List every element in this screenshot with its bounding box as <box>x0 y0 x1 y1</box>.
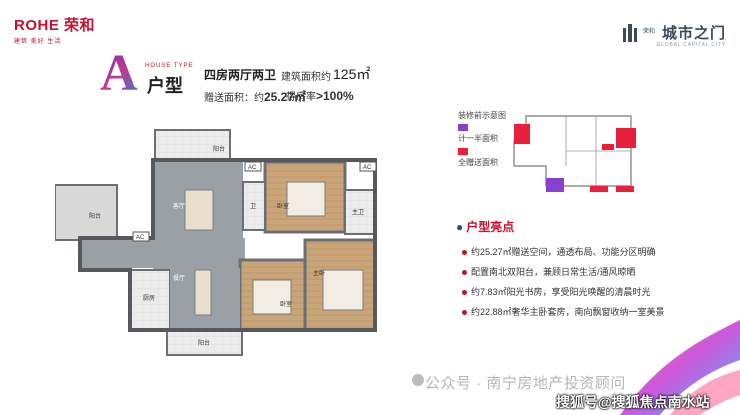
highlights-bullet-icon: ● <box>456 220 464 234</box>
highlight-text: 约22.88㎡奢华主卧套房，南向飘窗收纳一室美景 <box>471 307 665 317</box>
ac-label-3: AC <box>136 235 145 241</box>
bedroom-bottom-area <box>238 258 307 332</box>
usable-rate-value: >100% <box>316 89 354 103</box>
gift-area: 赠送面积：约25.27㎡ <box>204 88 306 105</box>
bed-top <box>286 181 326 217</box>
bullet-icon <box>462 250 467 255</box>
floor-plan: 阳台 客厅 餐厅 卧室 卫 主卫 主卧 卧室 厨房 阳台 阳台 AC AC AC <box>55 129 377 356</box>
wechat-icon <box>412 374 424 386</box>
house-type-label-en: HOUSE TYPE <box>145 63 194 69</box>
room-label-master-bed: 主卧 <box>313 269 325 277</box>
bed-bottom <box>252 279 292 315</box>
highlights-title: ●户型亮点 <box>456 218 514 235</box>
room-label-balcony-bottom: 阳台 <box>198 339 210 347</box>
ac-tag-3 <box>132 231 150 242</box>
room-label-balcony-top: 阳台 <box>213 145 225 153</box>
house-type-letter: A <box>100 45 138 102</box>
legend-swatch-purple <box>458 124 468 131</box>
bath-left-area <box>242 181 266 231</box>
decorative-ribbon <box>620 320 740 415</box>
long-table <box>194 269 212 316</box>
house-type-label: 户型 <box>147 76 183 96</box>
highlight-text: 约25.27㎡赠送空间，通透布局、功能分区明确 <box>471 247 656 257</box>
project-logo: 荣和 城市之门 <box>622 22 726 43</box>
highlights-title-text: 户型亮点 <box>466 220 515 234</box>
gift-area-value: 25.27㎡ <box>264 90 307 104</box>
corridor-area <box>80 238 245 268</box>
bullet-icon <box>462 310 467 315</box>
bullet-icon <box>462 270 467 275</box>
legend-title: 装修前示意图 <box>458 111 506 120</box>
ac-tag-1 <box>244 161 262 172</box>
bed-master <box>322 269 364 311</box>
building-mark-icon <box>622 23 637 42</box>
balcony-left-area <box>55 184 118 241</box>
highlight-item: 配置南北双阳台，兼顾日常生活/通风晾晒 <box>462 266 665 286</box>
highlights-list: 约25.27㎡赠送空间，通透布局、功能分区明确 配置南北双阳台，兼顾日常生活/通… <box>462 246 665 326</box>
highlight-item: 约7.83㎡阳光书房，享受阳光唤醒的清晨时光 <box>462 286 665 306</box>
ac-tag-2 <box>359 161 377 172</box>
room-label-balcony-left: 阳台 <box>89 212 101 220</box>
brand-name: ROHE 荣和 <box>14 17 96 34</box>
mini-red-area-5 <box>616 186 634 192</box>
project-name: 城市之门 <box>661 25 726 42</box>
room-label-bath-right: 主卫 <box>352 208 364 216</box>
legend-label-full: 全赠送面积 <box>458 158 498 167</box>
dining-table <box>184 189 214 231</box>
room-label-bath-left: 卫 <box>250 203 256 210</box>
room-label-dining: 餐厅 <box>173 274 185 282</box>
room-label-living: 客厅 <box>173 202 185 210</box>
ac-label-1: AC <box>248 165 257 171</box>
bullet-icon <box>462 290 467 295</box>
legend-label-half: 计一半面积 <box>458 134 498 143</box>
building-area-label: 建筑面积约 <box>281 72 331 83</box>
usable-rate: 得房率>100% <box>286 88 354 103</box>
mini-red-area-3 <box>616 128 636 148</box>
highlight-item: 约25.27㎡赠送空间，通透布局、功能分区明确 <box>462 246 665 266</box>
legend-item-full: 全赠送面积 <box>458 148 498 168</box>
bath-right-area <box>344 189 376 235</box>
mini-red-area-1 <box>514 124 530 144</box>
watermark-wechat: 公众号 · 南宁房地产投资顾问 <box>425 375 626 392</box>
project-subtitle: GLOBAL CAPITAL CITY <box>656 42 726 48</box>
room-label-bedroom-bottom: 卧室 <box>280 300 292 308</box>
ac-label-2: AC <box>363 165 372 171</box>
highlight-text: 配置南北双阳台，兼顾日常生活/通风晾晒 <box>471 267 636 277</box>
usable-rate-label: 得房率 <box>286 92 316 103</box>
highlight-item: 约22.88㎡奢华主卧套房，南向飘窗收纳一室美景 <box>462 306 665 326</box>
legend-swatch-red <box>458 148 468 155</box>
room-label-bedroom-top: 卧室 <box>277 202 289 210</box>
mini-red-area-4 <box>590 186 608 192</box>
legend-item-half: 计一半面积 <box>458 124 498 144</box>
watermark-sohu: 搜狐号@搜狐焦点南水站 <box>556 394 710 410</box>
mini-red-area-2 <box>602 144 614 150</box>
mini-floor-plan <box>513 115 636 192</box>
highlight-text: 约7.83㎡阳光书房，享受阳光唤醒的清晨时光 <box>471 287 651 297</box>
room-label-kitchen: 厨房 <box>143 294 155 302</box>
project-small-text: 荣和 <box>642 29 655 35</box>
balcony-top-area <box>154 129 231 163</box>
brand-logo: ROHE 荣和 建筑 美好 生活 <box>14 14 95 45</box>
gift-area-label: 赠送面积：约 <box>204 93 264 104</box>
mini-purple-area <box>546 178 564 192</box>
building-area-value: 125㎡ <box>333 66 371 82</box>
room-layout: 四房两厅两卫 <box>204 68 277 82</box>
brand-tagline: 建筑 美好 生活 <box>14 39 62 45</box>
outer-wall <box>78 158 377 332</box>
